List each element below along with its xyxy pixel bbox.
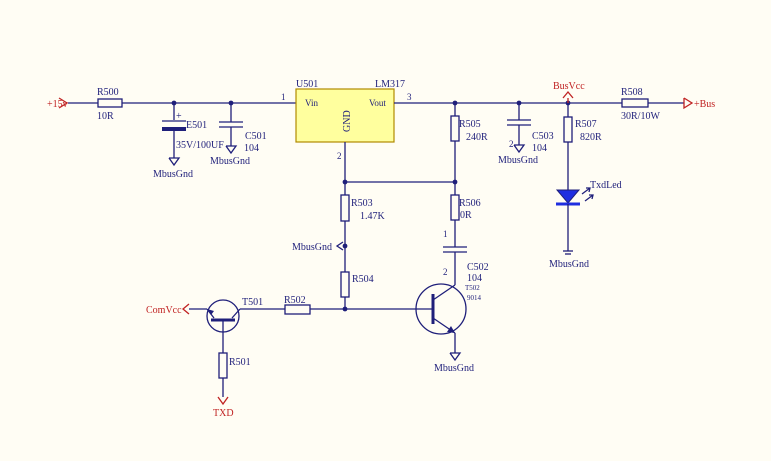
c503-pin: 2	[509, 139, 514, 149]
r505-value: 240R	[466, 132, 488, 143]
gnd-label-mid: MbusGnd	[292, 242, 332, 253]
gnd-label-e501: MbusGnd	[153, 169, 193, 180]
resistor-r502	[240, 297, 348, 315]
gnd-label-c501: MbusGnd	[210, 156, 250, 167]
wire-r503-r504	[335, 221, 348, 272]
t502-ref: T502	[465, 284, 480, 292]
e501-ref: E501	[186, 120, 207, 131]
u501-ref: U501	[296, 79, 318, 90]
r503-value: 1.47K	[360, 211, 386, 222]
port-pbus	[683, 97, 694, 110]
led-ref: TxdLed	[590, 180, 622, 191]
resistor-r500	[97, 98, 123, 108]
c501-ref: C501	[245, 131, 267, 142]
c501-value: 104	[244, 143, 259, 154]
u501-vin-label: Vin	[305, 98, 318, 108]
wire-adj-node	[342, 142, 458, 195]
r507-value: 820R	[580, 132, 602, 143]
c502-value: 104	[467, 273, 482, 284]
regulator-u501	[295, 88, 395, 143]
transistor-t502	[345, 283, 467, 362]
r508-ref: R508	[621, 87, 643, 98]
gnd-label-c503: MbusGnd	[498, 155, 538, 166]
gnd-label-t502: MbusGnd	[434, 363, 474, 374]
r505-ref: R505	[459, 119, 481, 130]
capacitor-c502	[443, 246, 467, 285]
net-label-comvcc: ComVcc	[146, 305, 182, 316]
net-label-p15v: +15v	[47, 99, 68, 110]
u501-pin3: 3	[407, 92, 412, 102]
port-comvcc	[181, 303, 190, 315]
u501-pin1: 1	[281, 92, 286, 102]
t501-ref: T501	[242, 297, 263, 308]
resistor-r501	[218, 352, 228, 397]
resistor-r505	[450, 103, 460, 195]
net-marker-busvcc	[562, 90, 574, 103]
r506-value: 0R	[460, 210, 472, 221]
c503-value: 104	[532, 143, 547, 154]
r504-ref: R504	[352, 274, 374, 285]
transistor-t501	[189, 299, 241, 353]
e501-value: 35V/100UF	[176, 140, 224, 151]
net-label-txd: TXD	[213, 408, 234, 419]
r506-ref: R506	[459, 198, 481, 209]
wire-output-rail	[394, 100, 684, 106]
r501-ref: R501	[229, 357, 251, 368]
capacitor-c503	[507, 103, 531, 154]
net-label-busvcc: BusVcc	[553, 81, 585, 92]
port-txd	[217, 396, 229, 406]
r508-value: 30R/10W	[621, 111, 660, 122]
u501-pin2: 2	[337, 151, 342, 161]
port-p15v	[58, 97, 69, 109]
r500-value: 10R	[97, 111, 114, 122]
capacitor-c501	[219, 100, 243, 155]
led-txd	[555, 187, 594, 255]
c502-ref: C502	[467, 262, 489, 273]
r500-ref: R500	[97, 87, 119, 98]
u501-gnd-label: GND	[342, 110, 353, 132]
u501-part: LM317	[375, 79, 405, 90]
e501-plus: +	[176, 111, 182, 122]
capacitor-e501	[162, 100, 186, 167]
resistor-r506	[450, 194, 460, 247]
resistor-r503	[340, 194, 350, 222]
net-label-pbus: +Bus	[694, 99, 715, 110]
c502-pin1: 1	[443, 229, 448, 239]
r507-ref: R507	[575, 119, 597, 130]
c503-ref: C503	[532, 131, 554, 142]
resistor-r504	[340, 271, 350, 298]
r502-ref: R502	[284, 295, 306, 306]
c502-pin2: 2	[443, 267, 448, 277]
r503-ref: R503	[351, 198, 373, 209]
u501-vout-label: Vout	[369, 98, 386, 108]
resistor-r507	[563, 103, 573, 190]
gnd-label-led: MbusGnd	[549, 259, 589, 270]
resistor-r508	[621, 98, 649, 108]
t502-part: 9014	[467, 294, 482, 302]
